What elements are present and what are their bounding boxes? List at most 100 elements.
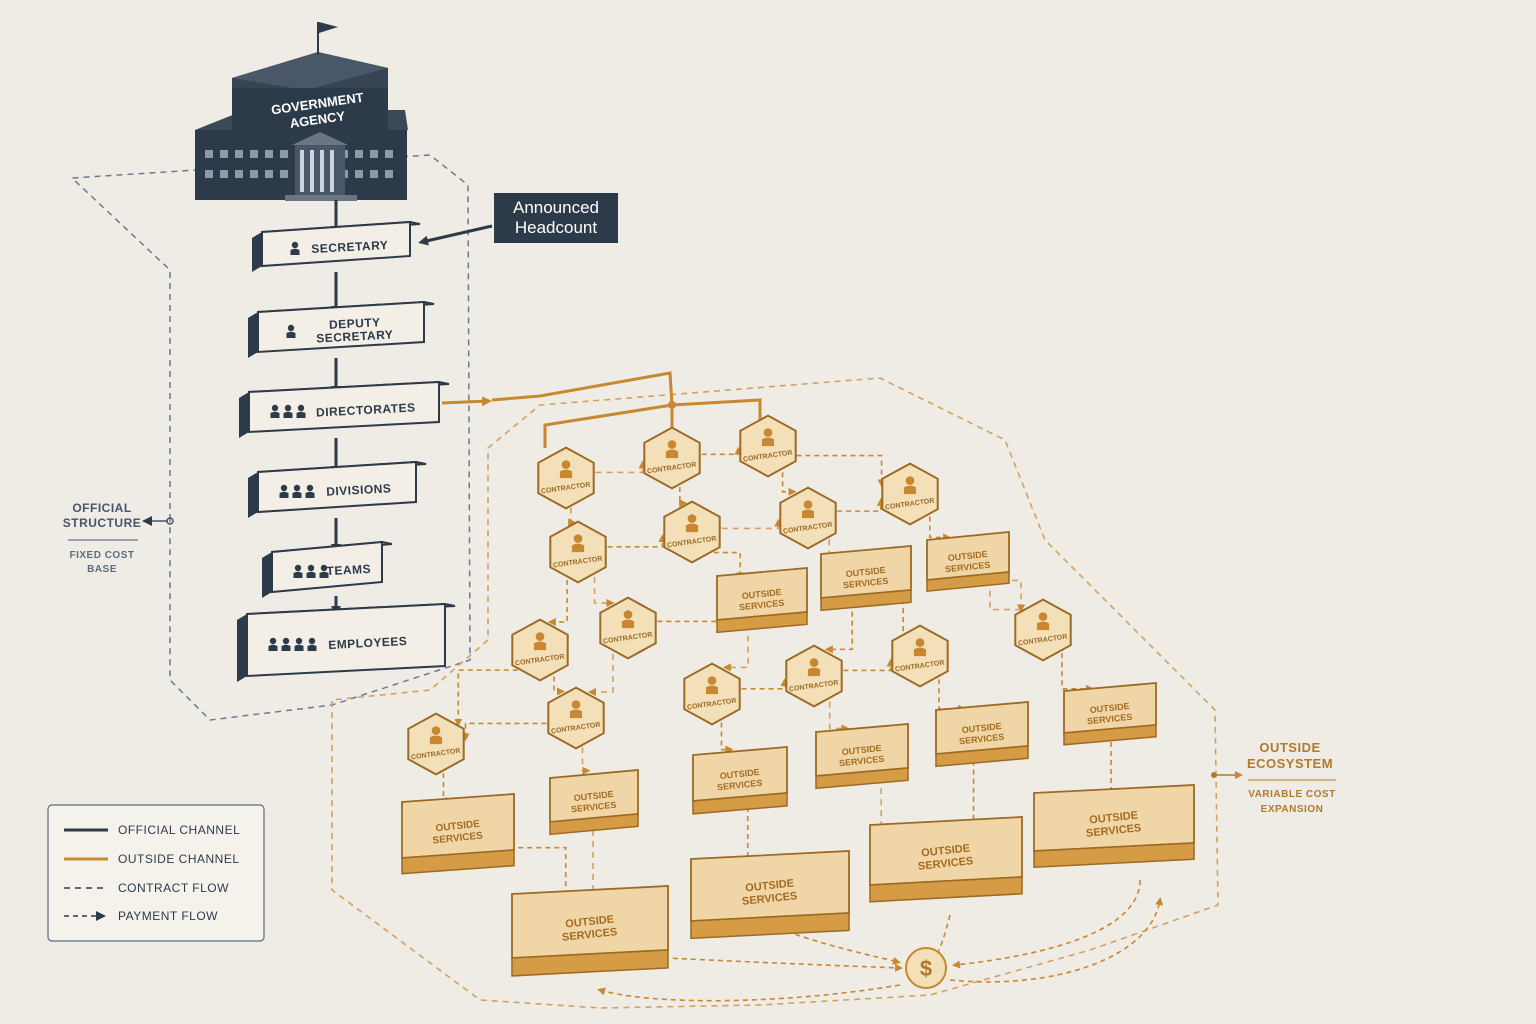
outside-sub-line2: EXPANSION: [1261, 804, 1324, 815]
network-link: [1107, 741, 1116, 797]
announced-headcount-callout: Announced Headcount: [418, 193, 618, 246]
network-link: [607, 534, 667, 548]
contractor-node: CONTRACTOR: [785, 644, 843, 708]
network-link: [951, 760, 975, 831]
person-icon: [801, 500, 815, 519]
hierarchy-label: DIVISIONS: [326, 481, 392, 498]
outside-services-label: SERVICES: [917, 855, 973, 873]
network-link: [547, 579, 568, 627]
person-icon: [286, 324, 296, 338]
payment-icon: $: [905, 947, 947, 989]
outside-services-label: SERVICES: [839, 754, 885, 769]
official-sub-line2: BASE: [87, 564, 117, 575]
person-icon: [559, 460, 573, 479]
hierarchy-label: SECRETARY: [311, 238, 389, 256]
contractor-node: CONTRACTOR: [663, 500, 721, 564]
outside-services-label: SERVICES: [1085, 822, 1141, 840]
network-link: [938, 679, 967, 713]
outside-ecosystem-note: OUTSIDE ECOSYSTEM VARIABLE COST EXPANSIO…: [1211, 740, 1336, 815]
outside-services-nodes: OUTSIDESERVICESOUTSIDESERVICESOUTSIDESER…: [401, 531, 1195, 977]
outside-services-label: OUTSIDE: [921, 842, 971, 859]
outside-services-label: OUTSIDE: [565, 913, 615, 930]
network-link: [701, 446, 743, 456]
hierarchy-label: SECRETARY: [316, 327, 394, 345]
person-icon: [621, 610, 635, 629]
outside-services-label: OUTSIDE: [1089, 809, 1139, 826]
network-link: [929, 516, 952, 542]
network-link: [553, 676, 565, 696]
network-link: [595, 460, 647, 474]
network-link: [587, 829, 596, 901]
person-icon: [429, 726, 443, 745]
official-sub-line1: FIXED COST: [69, 550, 134, 561]
person-icon: [569, 700, 583, 719]
network-link: [461, 722, 547, 742]
outside-services-label: SERVICES: [739, 598, 785, 613]
person-icon: [705, 676, 719, 695]
network-link: [879, 596, 905, 632]
outside-services-label: OUTSIDE: [573, 789, 614, 803]
network-link: [454, 669, 518, 727]
network-link: [679, 486, 688, 508]
person-icon: [903, 476, 917, 495]
outside-services-label: SERVICES: [571, 800, 617, 815]
payment-flow: [597, 879, 1164, 1002]
payment-symbol: $: [920, 956, 932, 981]
outside-services-label: OUTSIDE: [435, 819, 481, 835]
network-link: [442, 773, 454, 805]
people-group-icon: [279, 484, 315, 498]
outside-services-label: OUTSIDE: [745, 877, 795, 894]
network-link: [741, 678, 789, 690]
outside-services-label: OUTSIDE: [961, 721, 1002, 735]
official-boundary: [70, 154, 471, 721]
contractor-node: CONTRACTOR: [1014, 598, 1072, 662]
outside-services-label: SERVICES: [432, 830, 484, 846]
person-icon: [685, 514, 699, 533]
network-link: [722, 624, 749, 672]
outside-title-line2: ECOSYSTEM: [1247, 756, 1333, 771]
legend: OFFICIAL CHANNEL OUTSIDE CHANNEL CONTRAC…: [47, 804, 265, 942]
network-link: [824, 602, 853, 654]
outside-services-label: SERVICES: [717, 778, 763, 793]
contractor-node: CONTRACTOR: [549, 520, 607, 584]
official-title-line2: STRUCTURE: [63, 516, 142, 530]
callout-line2: Headcount: [515, 218, 598, 237]
contractor-node: CONTRACTOR: [407, 712, 465, 776]
official-title-line1: OFFICIAL: [72, 501, 131, 515]
network-link: [588, 653, 614, 697]
people-group-icon: [268, 637, 317, 651]
contractor-node: CONTRACTOR: [739, 414, 797, 478]
network-link: [796, 454, 886, 488]
outside-services-label: SERVICES: [1087, 712, 1133, 727]
outside-services-label: OUTSIDE: [841, 743, 882, 757]
legend-label-payment: PAYMENT FLOW: [118, 909, 218, 923]
network-link: [568, 507, 577, 527]
outside-sub-line1: VARIABLE COST: [1248, 789, 1335, 800]
outside-services-label: SERVICES: [561, 926, 617, 944]
contractor-node: CONTRACTOR: [891, 624, 949, 688]
network-link: [721, 518, 783, 530]
callout-line1: Announced: [513, 198, 599, 217]
person-icon: [1036, 612, 1050, 631]
outside-services-label: SERVICES: [959, 732, 1005, 747]
hierarchy-label: TEAMS: [326, 562, 371, 578]
network-link: [1061, 653, 1095, 693]
people-group-icon: [270, 404, 306, 418]
outside-services-label: SERVICES: [741, 890, 797, 908]
contractor-node: CONTRACTOR: [779, 486, 837, 550]
outside-services-label: OUTSIDE: [719, 767, 760, 781]
network-link: [593, 577, 615, 607]
contractor-node: CONTRACTOR: [547, 686, 605, 750]
network-link: [720, 722, 734, 754]
outside-services-label: SERVICES: [843, 576, 889, 591]
outside-services-label: OUTSIDE: [741, 587, 782, 601]
